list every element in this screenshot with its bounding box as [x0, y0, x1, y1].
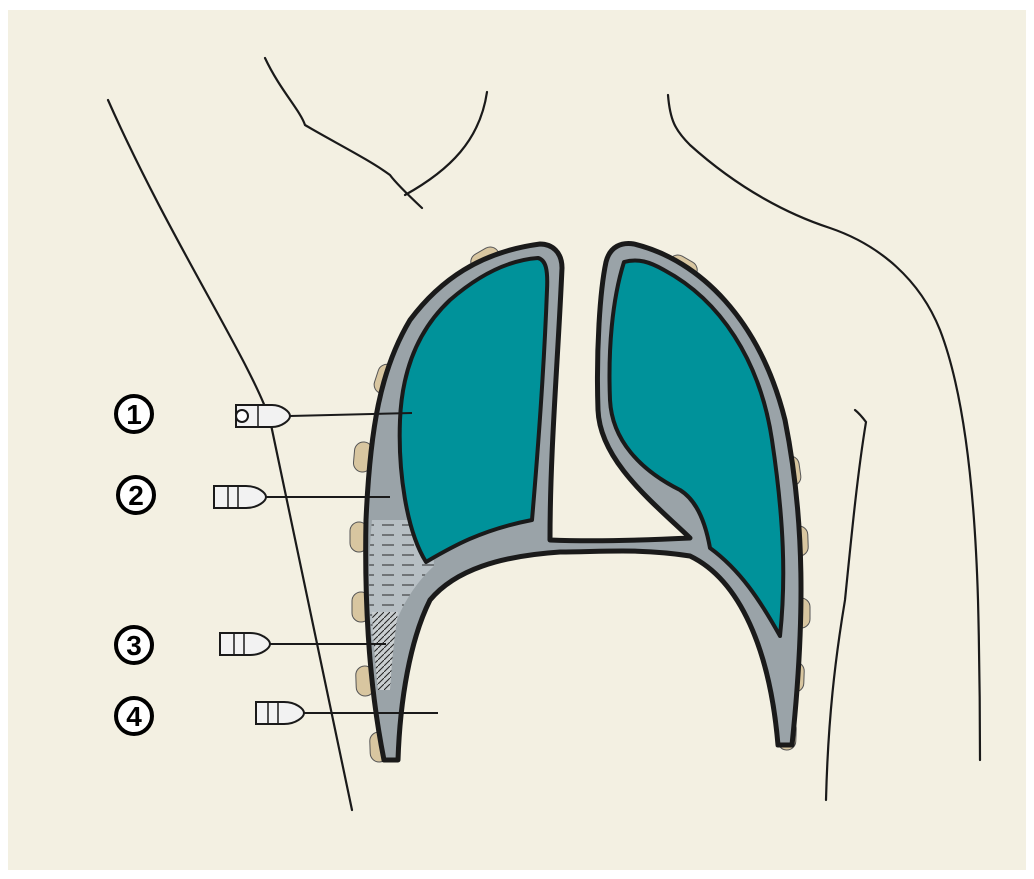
marker-2: 2 [118, 477, 154, 513]
needle-probe-icon [214, 486, 266, 508]
needle-probe-icon [256, 702, 304, 724]
marker-3: 3 [116, 627, 152, 663]
marker-1-label: 1 [126, 399, 142, 430]
needle-probe-icon [236, 405, 290, 427]
marker-4-label: 4 [126, 701, 142, 732]
marker-3-label: 3 [126, 630, 142, 661]
marker-2-label: 2 [128, 480, 144, 511]
marker-1: 1 [116, 396, 152, 432]
marker-4: 4 [116, 698, 152, 734]
needle-probe-icon [220, 633, 270, 655]
